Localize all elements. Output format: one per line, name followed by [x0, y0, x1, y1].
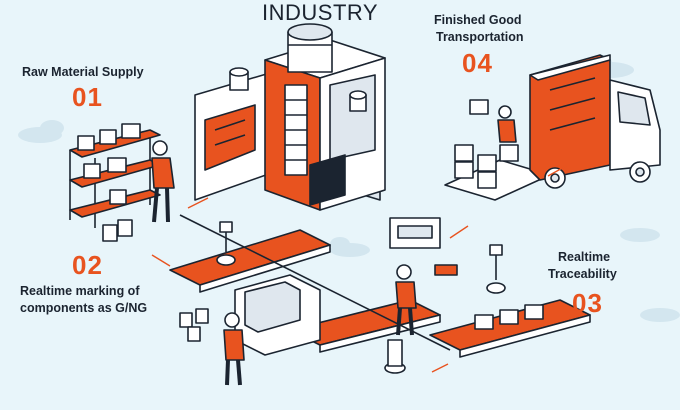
raw-material-shelf: [69, 123, 175, 242]
step-2-number: 02: [72, 250, 103, 280]
step-1-label: Raw Material Supply: [22, 65, 144, 79]
page-title: INDUSTRY: [262, 0, 379, 25]
step-2-label-line2: components as G/NG: [20, 301, 148, 315]
step-2-label-line1: Realtime marking of: [20, 284, 140, 298]
conveyor-line: [169, 214, 591, 386]
step-3-label-line1: Realtime: [558, 250, 611, 264]
step-1-number: 01: [72, 82, 103, 112]
step-3-label-line2: Traceability: [548, 267, 617, 281]
factory-building: [194, 23, 386, 211]
step-4-label-line2: Transportation: [436, 30, 524, 44]
step-3-number: 03: [572, 288, 603, 318]
flow-arrow-icon: [151, 165, 567, 373]
delivery-truck: [444, 54, 661, 201]
step-4-label-line1: Finished Good: [434, 13, 522, 27]
step-4-number: 04: [462, 48, 493, 78]
